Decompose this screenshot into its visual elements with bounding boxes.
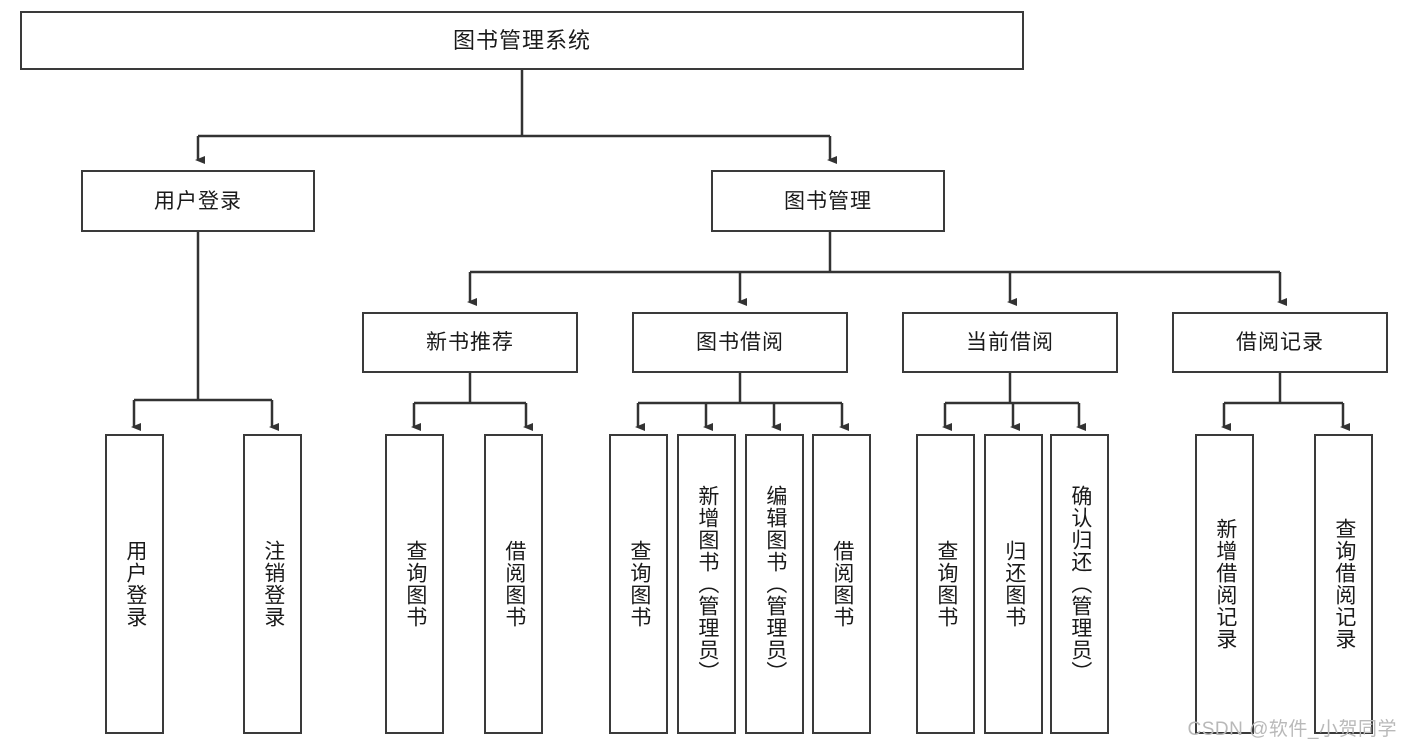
leaf-edit-book-admin-label: 编辑图书（管理员） xyxy=(763,485,787,683)
leaf-add-book-admin[interactable]: 新增图书（管理员） xyxy=(677,434,736,734)
leaf-edit-book-admin[interactable]: 编辑图书（管理员） xyxy=(745,434,804,734)
node-book-borrow[interactable]: 图书借阅 xyxy=(632,312,848,373)
node-user-login-label: 用户登录 xyxy=(154,189,242,213)
node-borrow-record[interactable]: 借阅记录 xyxy=(1172,312,1388,373)
leaf-query-book-new[interactable]: 查询图书 xyxy=(385,434,444,734)
node-new-book-recommend[interactable]: 新书推荐 xyxy=(362,312,578,373)
leaf-add-book-admin-label: 新增图书（管理员） xyxy=(695,485,719,683)
leaf-query-book-borrow-label: 查询图书 xyxy=(627,540,651,628)
leaf-user-login-label: 用户登录 xyxy=(123,540,147,628)
leaf-confirm-return-admin-label: 确认归还（管理员） xyxy=(1068,485,1092,683)
leaf-query-book-current[interactable]: 查询图书 xyxy=(916,434,975,734)
node-new-book-recommend-label: 新书推荐 xyxy=(426,331,514,354)
leaf-user-login[interactable]: 用户登录 xyxy=(105,434,164,734)
leaf-confirm-return-admin[interactable]: 确认归还（管理员） xyxy=(1050,434,1109,734)
node-book-management-label: 图书管理 xyxy=(784,189,872,213)
node-book-management[interactable]: 图书管理 xyxy=(711,170,945,232)
leaf-query-borrow-record[interactable]: 查询借阅记录 xyxy=(1314,434,1373,734)
leaf-logout-label: 注销登录 xyxy=(261,540,285,628)
leaf-borrow-book-new-label: 借阅图书 xyxy=(502,540,526,628)
leaf-return-book-label: 归还图书 xyxy=(1002,540,1026,628)
leaf-query-book-new-label: 查询图书 xyxy=(403,540,427,628)
node-root-label: 图书管理系统 xyxy=(452,27,591,53)
node-current-borrow-label: 当前借阅 xyxy=(966,331,1054,354)
leaf-add-borrow-record[interactable]: 新增借阅记录 xyxy=(1195,434,1254,734)
leaf-return-book[interactable]: 归还图书 xyxy=(984,434,1043,734)
node-current-borrow[interactable]: 当前借阅 xyxy=(902,312,1118,373)
leaf-query-book-borrow[interactable]: 查询图书 xyxy=(609,434,668,734)
node-root[interactable]: 图书管理系统 xyxy=(20,11,1024,70)
leaf-add-borrow-record-label: 新增借阅记录 xyxy=(1213,518,1237,650)
node-user-login[interactable]: 用户登录 xyxy=(81,170,315,232)
leaf-borrow-book-new[interactable]: 借阅图书 xyxy=(484,434,543,734)
leaf-query-book-current-label: 查询图书 xyxy=(934,540,958,628)
watermark: CSDN @软件_小贺同学 xyxy=(1187,719,1397,740)
leaf-borrow-book[interactable]: 借阅图书 xyxy=(812,434,871,734)
node-borrow-record-label: 借阅记录 xyxy=(1236,331,1324,354)
leaf-borrow-book-label: 借阅图书 xyxy=(830,540,854,628)
leaf-query-borrow-record-label: 查询借阅记录 xyxy=(1332,518,1356,650)
leaf-logout[interactable]: 注销登录 xyxy=(243,434,302,734)
node-book-borrow-label: 图书借阅 xyxy=(696,331,784,354)
